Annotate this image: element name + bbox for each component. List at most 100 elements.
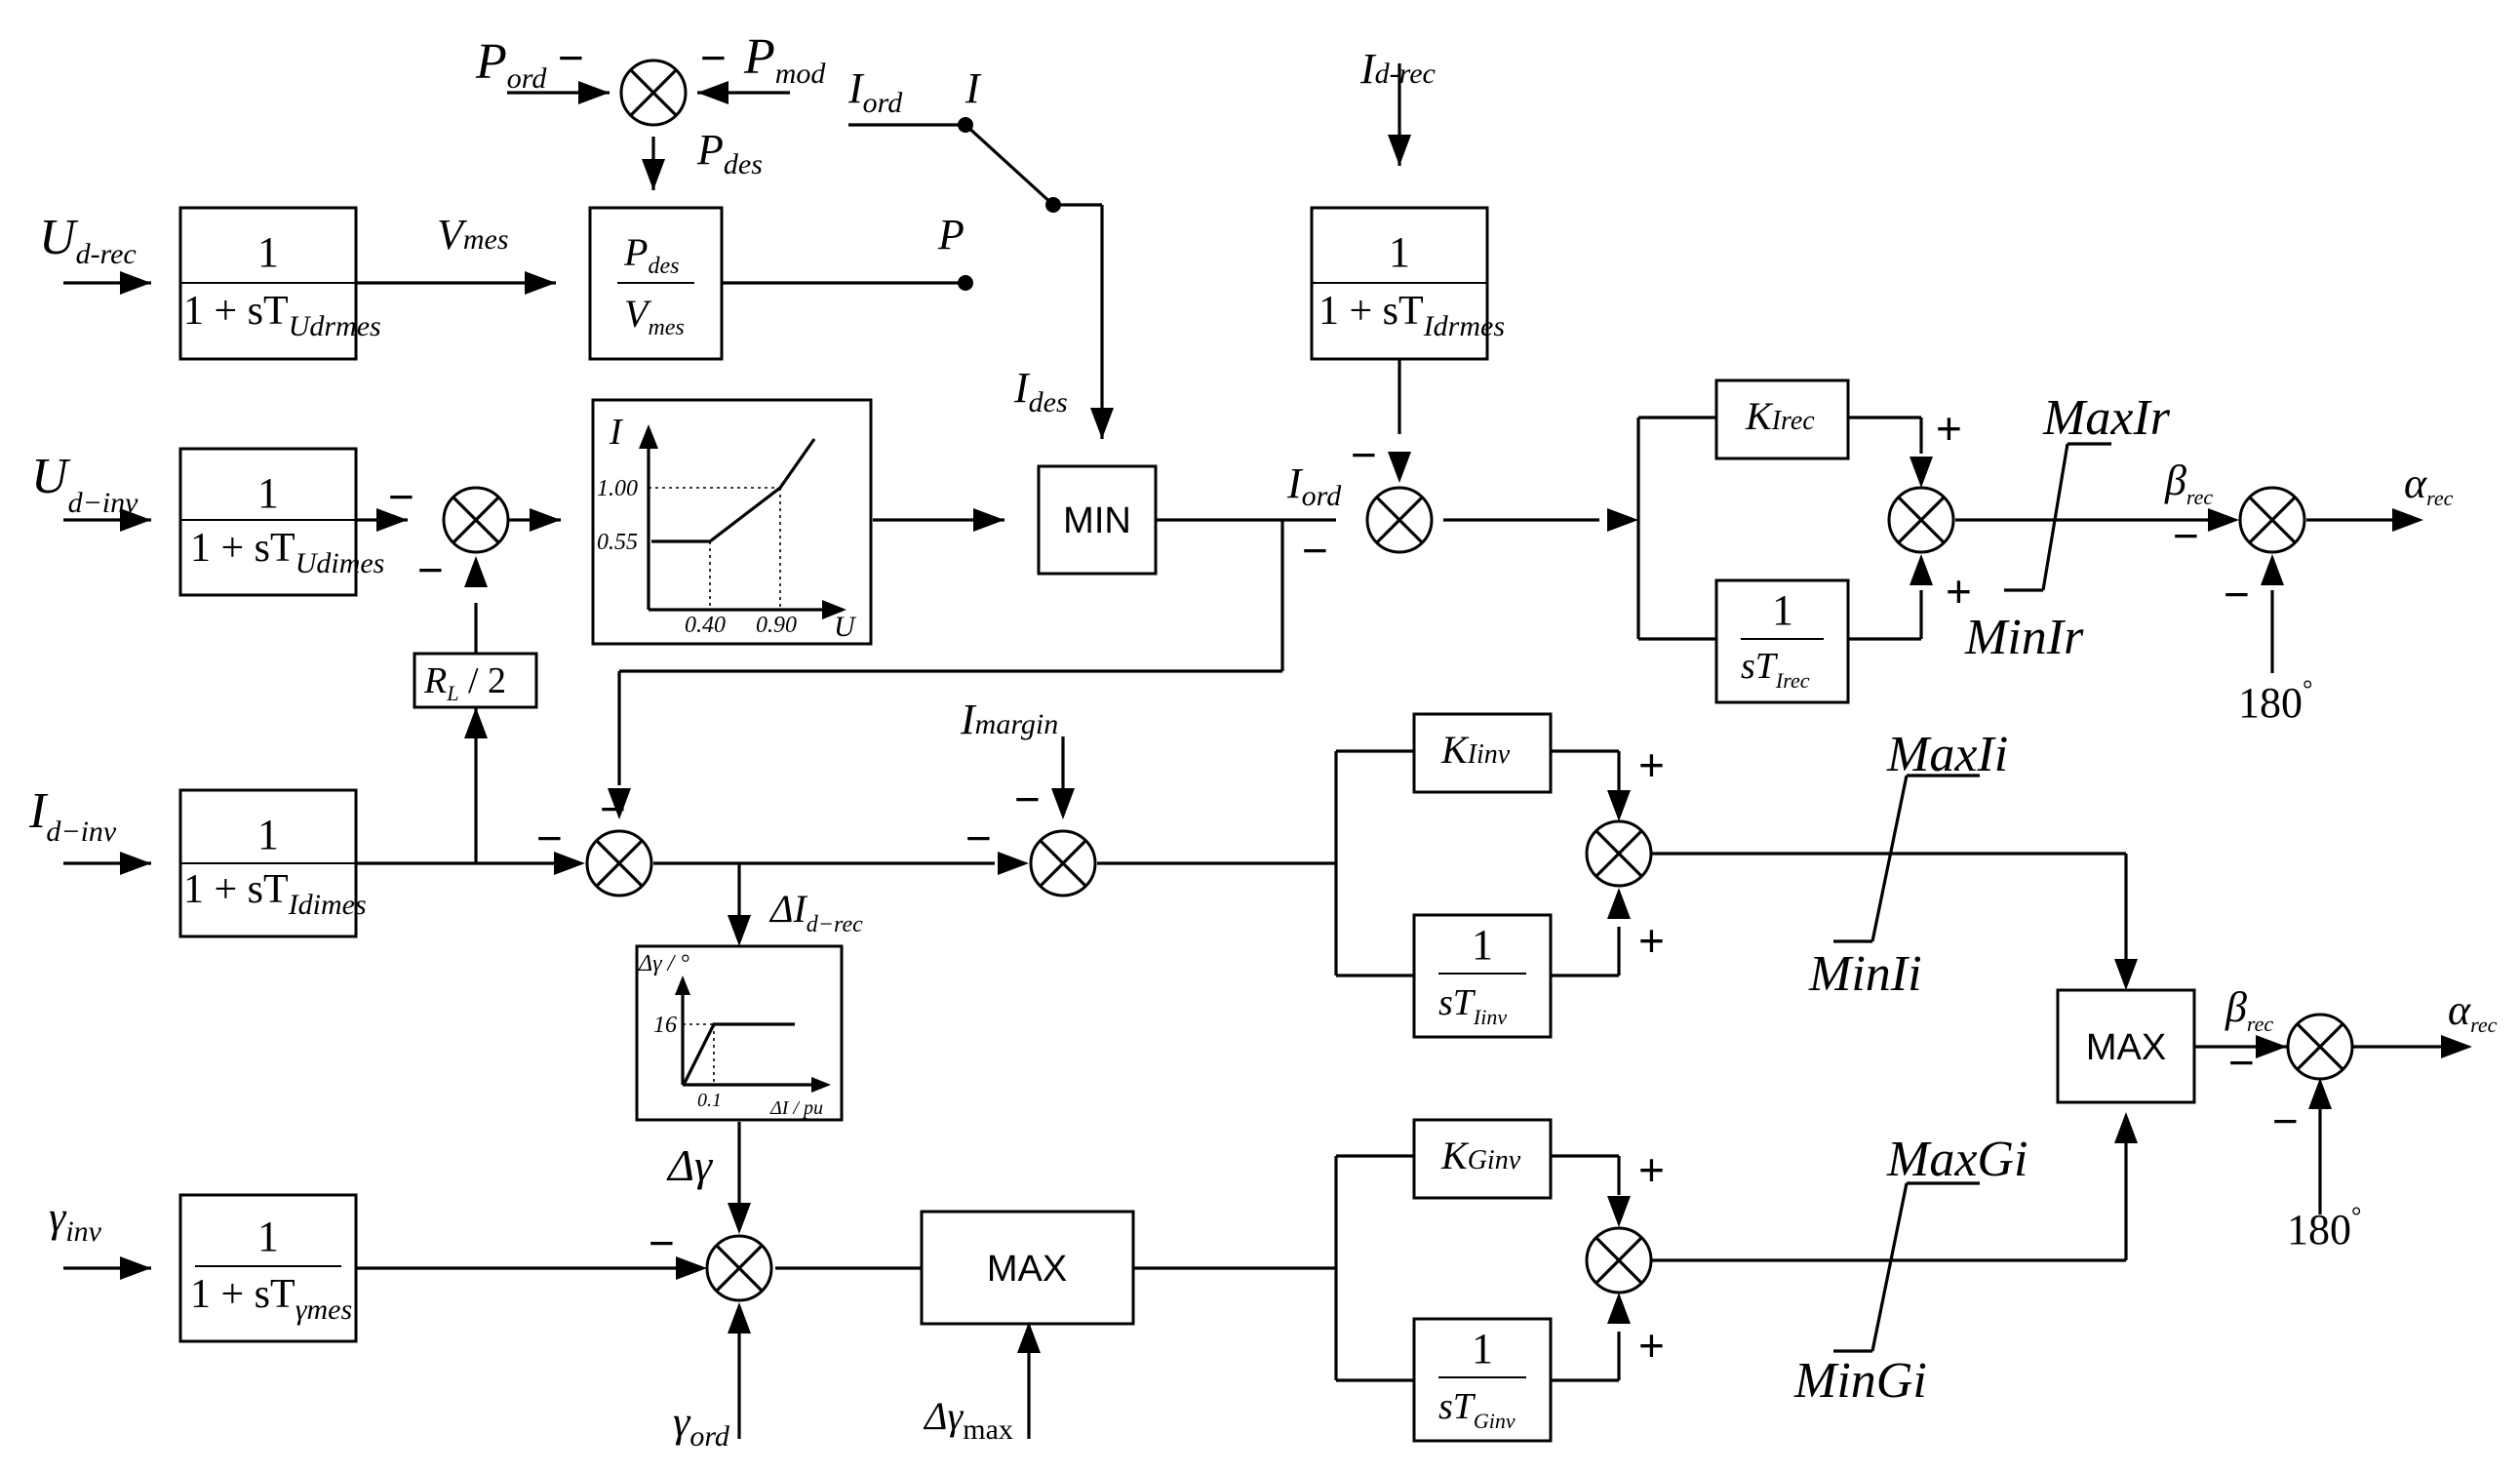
max-block-output: MAX (2056, 988, 2196, 1104)
label-switch-p: P (937, 211, 965, 259)
label-i-ord: Iord (1286, 459, 1342, 512)
svg-text:0.55: 0.55 (597, 530, 638, 555)
label-alpha-rec-inv: αrec (2448, 986, 2498, 1037)
label-i-des: Ides (1013, 364, 1068, 418)
sign-labels: − − − − − − + + − − − − − − + + − + + − … (388, 32, 2299, 1371)
svg-text:1 + sTUdimes: 1 + sTUdimes (190, 526, 384, 579)
label-min-ir: MinIr (1964, 610, 2084, 665)
gamma-characteristic-block: Δγ / ° ΔI / pu 16 0.1 (635, 944, 844, 1122)
label-p-mod: Pmod (743, 29, 826, 90)
integrator-block-ginv: 1 sTGinv (1412, 1317, 1553, 1443)
label-alpha-rec: αrec (2404, 459, 2454, 510)
svg-text:sTIinv: sTIinv (1438, 982, 1507, 1029)
vdcol-block: I U 1.00 0.55 0.40 0.90 (591, 398, 873, 646)
svg-text:−: − (2224, 569, 2250, 619)
sum-junctions (442, 59, 2354, 1302)
lag-block-idrmes: 1 1 + sTIdrmes (1310, 206, 1505, 361)
wires (63, 63, 2458, 1439)
sum-idinv (585, 829, 653, 897)
svg-text:U: U (834, 611, 857, 643)
svg-text:Pdes: Pdes (623, 230, 679, 279)
svg-text:−: − (1014, 774, 1041, 824)
svg-text:RL / 2: RL / 2 (423, 660, 506, 705)
label-delta-i-d-rec: ΔId−rec (768, 887, 863, 937)
sum-rect-pi (1887, 486, 1955, 554)
svg-text:1: 1 (257, 1213, 279, 1260)
sum-gamma (705, 1234, 773, 1302)
svg-text:1: 1 (257, 228, 279, 276)
svg-text:−: − (965, 813, 992, 863)
sum-rect-current (1365, 486, 1434, 554)
sum-margin (1029, 829, 1097, 897)
svg-text:Δγ / °: Δγ / ° (638, 951, 689, 976)
gain-block-irec: KIrec (1714, 378, 1850, 460)
svg-text:+: + (1638, 739, 1665, 790)
integrator-block-irec: 1 sTIrec (1714, 578, 1850, 704)
svg-text:−: − (600, 783, 626, 834)
svg-text:Vmes: Vmes (624, 292, 685, 340)
label-max-ir: MaxIr (2042, 390, 2171, 446)
lag-block-udrmes: 1 1 + sTUdrmes (178, 206, 381, 361)
svg-text:KIrec: KIrec (1745, 394, 1815, 438)
svg-text:1 + sTγmes: 1 + sTγmes (190, 1272, 352, 1326)
lag-block-udimes: 1 1 + sTUdimes (178, 447, 384, 597)
svg-text:−: − (649, 1217, 675, 1268)
svg-text:1 + sTIdrmes: 1 + sTIdrmes (1319, 289, 1505, 342)
label-delta-gamma-max: Δγmax (923, 1394, 1013, 1446)
svg-text:1 + sTUdrmes: 1 + sTUdrmes (183, 289, 381, 342)
rl-half-block: RL / 2 (413, 652, 538, 709)
label-i-margin: Imargin (960, 696, 1058, 743)
label-min-ii: MinIi (1808, 946, 1922, 1002)
label-i-ord-top: Iord (847, 64, 903, 119)
svg-text:−: − (388, 471, 414, 522)
sum-inv-alpha (2286, 1013, 2354, 1081)
label-180-inv: 180° (2287, 1202, 2361, 1254)
label-p-ord: Pord (475, 34, 547, 95)
sum-power-order (619, 59, 688, 127)
svg-text:MAX: MAX (987, 1249, 1067, 1290)
switch-input-dot (958, 117, 973, 133)
label-beta-rec-inv: βrec (2225, 983, 2273, 1036)
svg-text:−: − (700, 32, 727, 83)
label-i-d-inv: Id−inv (28, 783, 117, 848)
svg-text:0.90: 0.90 (756, 613, 797, 638)
label-gamma-inv: γinv (49, 1193, 102, 1248)
svg-text:−: − (558, 32, 584, 83)
svg-text:sTIrec: sTIrec (1741, 646, 1810, 693)
sum-inv-gamma-pi (1585, 1226, 1653, 1294)
svg-text:−: − (1351, 429, 1377, 480)
label-beta-rec: βrec (2164, 457, 2213, 509)
svg-text:16: 16 (653, 1013, 677, 1038)
svg-text:−: − (1302, 525, 1328, 576)
svg-text:−: − (2173, 510, 2199, 561)
sum-rect-alpha (2238, 486, 2306, 554)
svg-text:+: + (1946, 566, 1972, 617)
svg-text:1: 1 (257, 469, 279, 517)
label-v-mes: Vmes (437, 211, 509, 259)
label-u-d-inv: Ud−inv (31, 449, 138, 519)
svg-text:1: 1 (1772, 586, 1793, 634)
sum-udinv (442, 486, 510, 554)
lag-block-gammames: 1 1 + sTγmes (178, 1193, 358, 1343)
svg-text:I: I (609, 412, 624, 453)
svg-text:0.1: 0.1 (697, 1090, 722, 1111)
svg-text:−: − (2272, 1095, 2299, 1146)
svg-text:+: + (1638, 1144, 1665, 1195)
label-u-d-rec: Ud-rec (39, 210, 137, 270)
svg-text:MAX: MAX (2086, 1027, 2166, 1068)
svg-text:−: − (536, 813, 563, 863)
gain-block-iinv: KIinv (1412, 712, 1553, 794)
svg-text:1.00: 1.00 (597, 476, 638, 501)
integrator-block-iinv: 1 sTIinv (1412, 913, 1553, 1039)
label-max-gi: MaxGi (1886, 1132, 2028, 1187)
sum-inv-current-pi (1585, 819, 1653, 888)
svg-text:KIinv: KIinv (1440, 728, 1511, 772)
label-delta-gamma: Δγ (666, 1140, 714, 1190)
svg-text:+: + (1638, 1320, 1665, 1371)
label-i-d-rec: Id-rec (1359, 45, 1436, 93)
label-min-gi: MinGi (1793, 1353, 1927, 1409)
svg-text:1: 1 (1472, 1325, 1493, 1373)
svg-text:+: + (1936, 403, 1962, 454)
label-switch-i: I (965, 64, 982, 112)
svg-text:MIN: MIN (1063, 500, 1131, 541)
